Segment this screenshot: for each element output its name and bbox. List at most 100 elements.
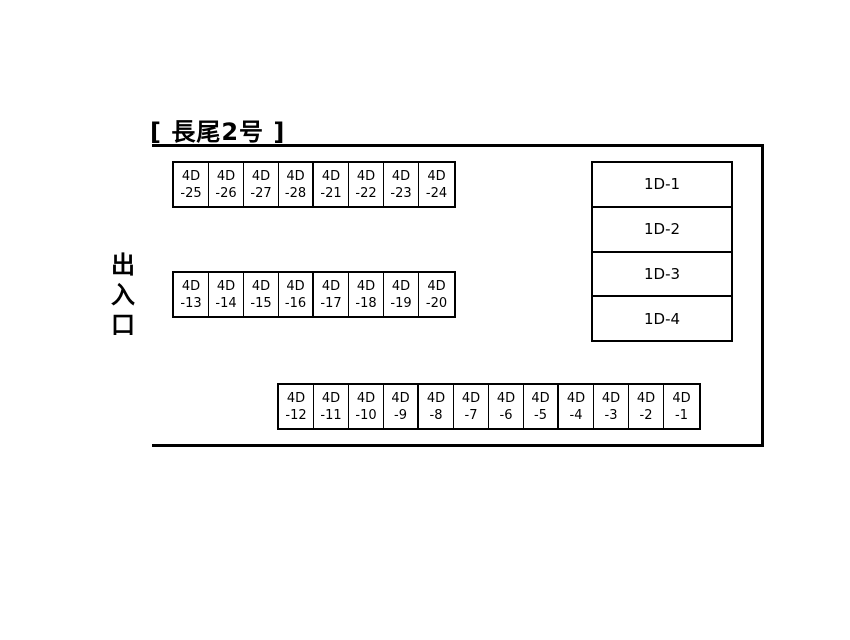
stall-number: -8 [429, 407, 443, 423]
parking-stall: 4D-19 [384, 273, 419, 316]
entrance-label: 出 入 口 [108, 250, 138, 340]
stall-number: -26 [215, 185, 237, 201]
parking-stall: 4D-2 [629, 385, 664, 428]
parking-stall: 4D-28 [279, 163, 314, 206]
stall-number: -12 [285, 407, 307, 423]
parking-stall-1d: 1D-2 [593, 208, 731, 253]
parking-stall: 4D-5 [524, 385, 559, 428]
stall-type: 4D [427, 278, 446, 294]
stall-number: -13 [180, 295, 202, 311]
stall-number: -23 [390, 185, 412, 201]
parking-stall: 4D-7 [454, 385, 489, 428]
parking-stall: 4D-9 [384, 385, 419, 428]
entrance-char: 口 [111, 311, 135, 339]
stall-type: 4D [321, 390, 341, 406]
stall-number: -15 [250, 295, 272, 311]
stall-type: 4D [391, 278, 411, 294]
stall-type: 4D [531, 390, 550, 406]
stall-number: -4 [569, 407, 583, 423]
stall-type: 4D [356, 390, 376, 406]
stall-type: 4D [251, 278, 271, 294]
stall-type: 4D [181, 278, 201, 294]
stall-type: 4D [251, 168, 271, 184]
stall-type: 4D [181, 168, 201, 184]
stall-type: 4D [391, 390, 410, 406]
stall-number: -21 [320, 185, 342, 201]
parking-stall: 4D-15 [244, 273, 279, 316]
parking-stall: 4D-25 [174, 163, 209, 206]
stall-type: 4D [566, 390, 586, 406]
stall-number: -7 [464, 407, 478, 423]
stall-number: -10 [355, 407, 377, 423]
stall-type: 4D [286, 278, 305, 294]
lot-title: [ 長尾2号 ] [150, 118, 286, 146]
parking-stall: 4D-22 [349, 163, 384, 206]
stall-number: -14 [215, 295, 237, 311]
parking-stall: 4D-8 [419, 385, 454, 428]
stall-type: 4D [426, 390, 446, 406]
lot-boundary-top [152, 144, 764, 147]
parking-stall: 4D-10 [349, 385, 384, 428]
stall-number: -22 [355, 185, 377, 201]
stall-type: 4D [356, 278, 376, 294]
parking-stall: 4D-3 [594, 385, 629, 428]
stall-number: -2 [639, 407, 653, 423]
lot-boundary-bottom [152, 444, 764, 447]
parking-stall: 4D-4 [559, 385, 594, 428]
stall-type: 4D [356, 168, 376, 184]
parking-stall: 4D-23 [384, 163, 419, 206]
parking-stall: 4D-26 [209, 163, 244, 206]
parking-stall: 4D-20 [419, 273, 454, 316]
stall-number: -18 [355, 295, 377, 311]
stall-number: -3 [604, 407, 618, 423]
stall-number: -20 [425, 295, 448, 311]
parking-stall: 4D-18 [349, 273, 384, 316]
parking-stall: 4D-21 [314, 163, 349, 206]
stall-number: -11 [320, 407, 342, 423]
entrance-char: 出 [111, 251, 135, 279]
stall-type: 4D [321, 168, 341, 184]
parking-stall-1d: 1D-1 [593, 163, 731, 208]
parking-stall: 4D-17 [314, 273, 349, 316]
stall-type: 4D [672, 390, 691, 406]
stall-type: 4D [427, 168, 446, 184]
stall-number: -9 [394, 407, 407, 423]
stall-number: -1 [675, 407, 688, 423]
stall-number: -5 [534, 407, 547, 423]
stall-number: -27 [250, 185, 272, 201]
stall-type: 4D [286, 390, 306, 406]
stall-type: 4D [461, 390, 481, 406]
stall-number: -17 [320, 295, 342, 311]
stall-type: 4D [391, 168, 411, 184]
parking-stall: 4D-16 [279, 273, 314, 316]
stall-type: 4D [286, 168, 305, 184]
stall-type: 4D [601, 390, 621, 406]
stall-number: -16 [284, 295, 307, 311]
stall-type: 4D [321, 278, 341, 294]
parking-stall: 4D-14 [209, 273, 244, 316]
stall-type: 4D [216, 278, 236, 294]
lot-boundary-right [761, 144, 764, 447]
stall-number: -24 [425, 185, 448, 201]
parking-stall: 4D-12 [279, 385, 314, 428]
parking-stall: 4D-27 [244, 163, 279, 206]
stall-number: -28 [284, 185, 307, 201]
entrance-char: 入 [111, 281, 135, 309]
parking-stall-1d: 1D-4 [643, 309, 681, 328]
parking-stall: 4D-11 [314, 385, 349, 428]
parking-stall-1d: 1D-3 [593, 253, 731, 298]
stall-type: 4D [636, 390, 656, 406]
stall-number: -6 [499, 407, 513, 423]
stall-number: -25 [180, 185, 202, 201]
parking-stall: 4D-13 [174, 273, 209, 316]
stall-type: 4D [496, 390, 516, 406]
stall-number: -19 [390, 295, 412, 311]
parking-stall: 4D-1 [664, 385, 699, 428]
parking-stall: 4D-6 [489, 385, 524, 428]
parking-stall: 4D-24 [419, 163, 454, 206]
stall-type: 4D [216, 168, 236, 184]
